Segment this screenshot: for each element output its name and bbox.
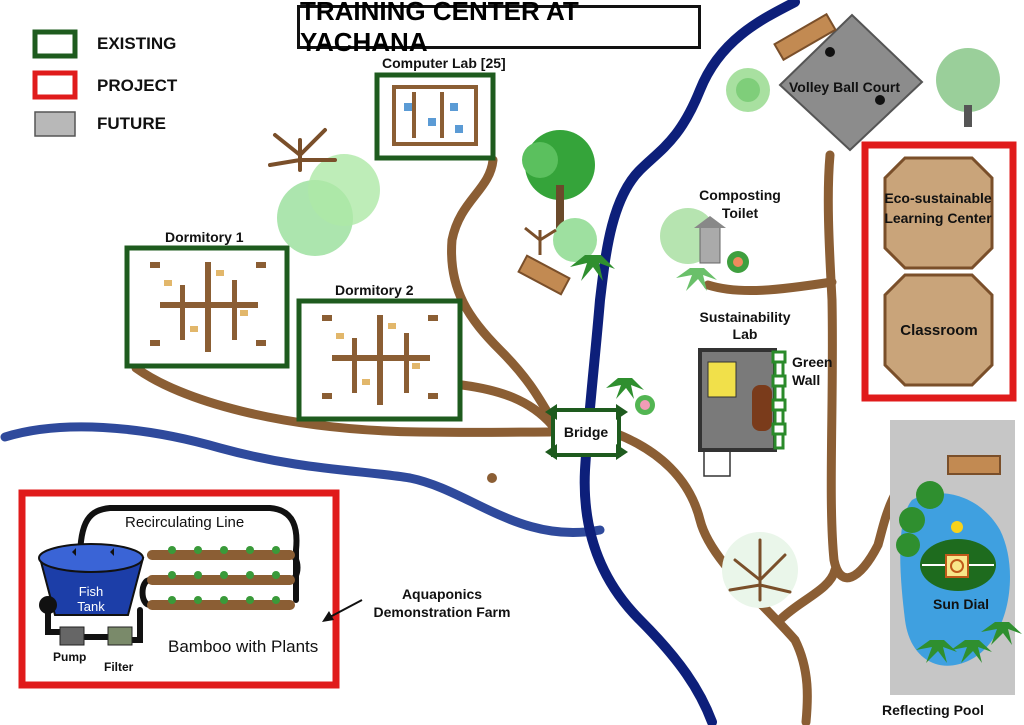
sustainability-lab-plan <box>698 348 777 477</box>
stream <box>0 422 605 538</box>
fish-tank <box>38 543 145 616</box>
eco-center-label: Eco-sustainable Learning Center <box>884 190 992 226</box>
octagon-classroom <box>883 273 994 387</box>
octagon-eco-center <box>883 156 994 270</box>
fern-center <box>570 255 615 281</box>
river <box>579 0 800 725</box>
farm-arrow <box>327 599 363 619</box>
volleyball-label: Volley Ball Court <box>789 79 900 95</box>
pool-plants <box>896 481 1022 663</box>
legend-future-swatch <box>34 111 76 137</box>
aquaponics-farm-label: Aquaponics Demonstration Farm <box>373 586 511 620</box>
marker-dot <box>487 473 497 483</box>
bamboo-label: Bamboo with Plants <box>168 637 319 656</box>
page-title: TRAINING CENTER AT YACHANA <box>297 0 701 57</box>
tree-cluster-left <box>268 128 380 256</box>
pump-connector <box>39 596 57 614</box>
filter-label: Filter <box>104 660 134 674</box>
pump-label: Pump <box>53 650 87 664</box>
classroom-label: Classroom <box>900 322 978 339</box>
computer-lab-floorplan <box>392 85 478 146</box>
legend-existing-label: EXISTING <box>97 34 177 53</box>
sun-dial-label: Sun Dial <box>933 596 990 612</box>
bench-volleyball <box>773 12 837 62</box>
tree-large-center <box>522 130 595 230</box>
volleyball-court <box>778 13 924 152</box>
recirculating-line-label: Recirculating Line <box>125 514 245 531</box>
plants-near-bridge <box>606 378 655 415</box>
computer-lab-label: Computer Lab [25] <box>382 55 506 71</box>
legend-existing-swatch <box>32 29 78 59</box>
composting-toilet-label: Composting Toilet <box>699 187 781 221</box>
filter-device <box>107 626 133 646</box>
bamboo-plants <box>168 546 280 604</box>
bench-pool <box>947 455 1001 475</box>
dormitory-1-label: Dormitory 1 <box>165 229 244 245</box>
reflecting-pool-label: Reflecting Pool <box>882 702 984 718</box>
dormitory-1-floorplan <box>150 262 266 352</box>
pump-device <box>59 626 85 646</box>
bridge-label: Bridge <box>563 424 609 440</box>
aquaponics-box <box>18 489 340 689</box>
tree-top-right <box>936 48 1000 127</box>
legend-future-label: FUTURE <box>97 114 166 133</box>
bridge-graphic <box>545 404 628 460</box>
composting-toilet-area <box>660 208 749 291</box>
green-wall-strip <box>771 350 787 450</box>
dormitory-2-label: Dormitory 2 <box>335 282 414 298</box>
tree-small-center <box>524 218 597 262</box>
bare-tree-lower <box>722 532 798 608</box>
shrub-volleyball <box>726 68 770 112</box>
legend-project-swatch <box>32 70 78 100</box>
green-wall-label: Green Wall <box>792 354 833 388</box>
fish-tank-label: Fish Tank <box>77 584 105 614</box>
sustainability-lab-label: Sustainability Lab <box>699 309 791 342</box>
bamboo-tubes <box>147 550 295 610</box>
dormitory-2-floorplan <box>322 315 438 405</box>
bench-center <box>517 254 571 296</box>
legend-project-label: PROJECT <box>97 76 178 95</box>
